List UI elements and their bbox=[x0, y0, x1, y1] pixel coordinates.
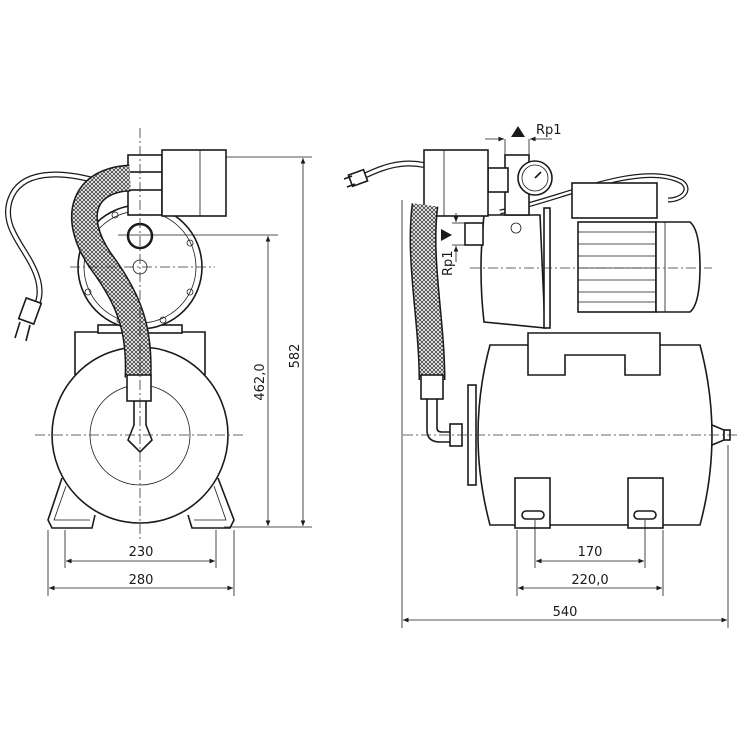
dim-label-220: 220,0 bbox=[571, 573, 608, 588]
pressure-switch-box bbox=[161, 149, 227, 217]
dim-label-462: 462,0 bbox=[253, 363, 268, 400]
dimension-220: 220,0 bbox=[516, 530, 664, 596]
front-view: 582 462,0 230 280 bbox=[5, 128, 312, 596]
hose-side bbox=[411, 203, 444, 381]
dimension-170: 170 bbox=[534, 520, 646, 568]
dimension-230: 230 bbox=[64, 530, 217, 568]
motor bbox=[577, 221, 657, 313]
inlet-label: Rp1 bbox=[441, 250, 456, 276]
dimension-462: 462,0 bbox=[118, 234, 278, 526]
dim-label-582: 582 bbox=[288, 344, 303, 369]
side-view: Rp1 Rp1 170 220,0 540 bbox=[343, 123, 740, 628]
outlet-connection-callout: Rp1 bbox=[485, 123, 562, 156]
dimension-280: 280 bbox=[47, 530, 235, 596]
tank-foot-left bbox=[514, 477, 551, 529]
left-foot bbox=[47, 477, 96, 529]
dim-label-280: 280 bbox=[129, 573, 154, 588]
plug-icon-side bbox=[343, 168, 369, 188]
dimension-540: 540 bbox=[401, 200, 729, 628]
dimension-582: 582 bbox=[224, 156, 312, 528]
outlet-label: Rp1 bbox=[536, 123, 562, 138]
hose bbox=[72, 166, 151, 379]
dim-label-170: 170 bbox=[578, 545, 603, 560]
flow-direction-right-icon bbox=[441, 229, 452, 241]
plug-icon bbox=[14, 296, 43, 342]
flow-direction-up-icon bbox=[511, 126, 525, 137]
tank-foot-right bbox=[627, 477, 664, 529]
dim-label-540: 540 bbox=[553, 605, 578, 620]
inlet-connection-callout: Rp1 bbox=[441, 213, 466, 276]
dim-label-230: 230 bbox=[129, 545, 154, 560]
right-foot bbox=[187, 477, 235, 529]
